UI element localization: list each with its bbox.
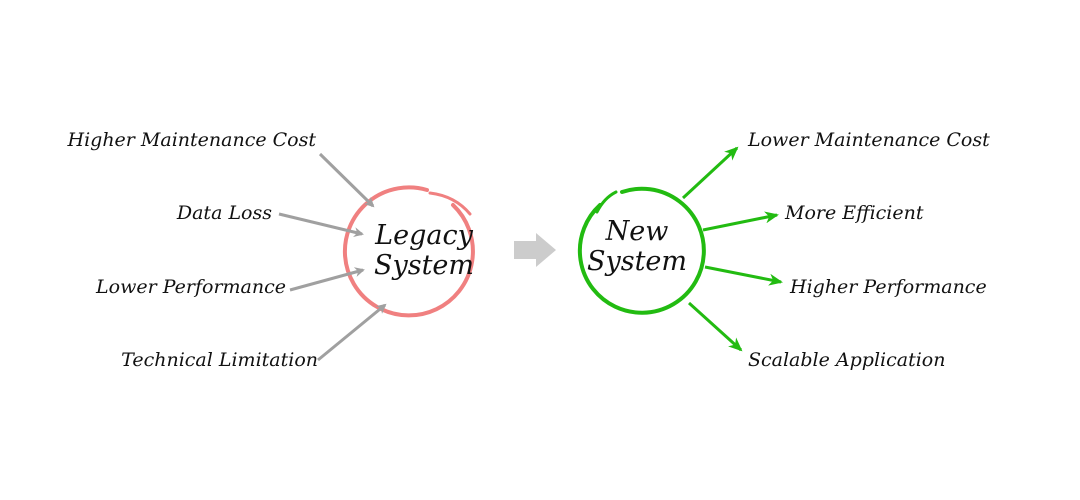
arrow-data-loss — [278, 212, 364, 237]
arrow-higher-performance — [704, 265, 783, 286]
new-system-title-line2: System — [586, 246, 688, 277]
output-label-lower-maintenance-cost: Lower Maintenance Cost — [748, 129, 990, 151]
new-system-circle-overlap — [595, 190, 618, 214]
output-label-higher-performance: Higher Performance — [790, 276, 987, 298]
output-label-more-efficient: More Efficient — [785, 202, 924, 224]
legacy-circle-overlap — [428, 191, 472, 216]
new-system-title-line1: New — [605, 216, 669, 247]
input-label-lower-performance: Lower Performance — [96, 276, 286, 298]
new-system-circle — [577, 186, 706, 315]
arrow-scalable-application — [687, 301, 743, 352]
new-system-title: New System — [557, 217, 717, 277]
legacy-title-line2: System — [373, 250, 475, 281]
arrow-lower-performance — [289, 267, 365, 292]
legacy-title: Legacy System — [344, 221, 504, 281]
arrow-lower-maintenance-cost — [681, 146, 739, 200]
legacy-title-line1: Legacy — [375, 220, 473, 251]
input-label-higher-maintenance-cost: Higher Maintenance Cost — [67, 129, 316, 151]
input-label-data-loss: Data Loss — [176, 202, 272, 224]
arrow-higher-maintenance-cost — [318, 152, 375, 208]
input-label-technical-limitation: Technical Limitation — [121, 349, 318, 371]
output-label-scalable-application: Scalable Application — [748, 349, 946, 371]
transition-arrow — [514, 233, 556, 267]
arrow-more-efficient — [702, 211, 779, 232]
arrow-technical-limitation — [317, 303, 387, 362]
